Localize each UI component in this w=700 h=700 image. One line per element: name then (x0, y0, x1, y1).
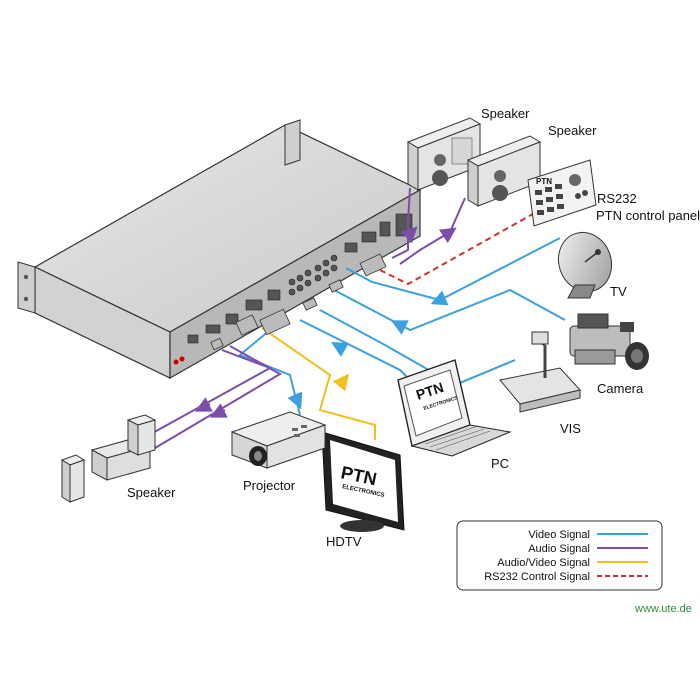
speaker-top-1 (406, 117, 482, 191)
legend-label-rs232: RS232 Control Signal (484, 571, 590, 583)
tv-satellite-dish (558, 231, 612, 299)
audio-cable-speaker-2 (399, 197, 466, 265)
label-camera: Camera (597, 381, 644, 396)
label-tv: TV (610, 284, 627, 299)
ptn-control-panel: PTN (527, 159, 597, 227)
label-rs232: RS232 (597, 191, 637, 206)
audio-cable-speaker-left-2 (154, 345, 283, 449)
video-cable-projector (238, 329, 301, 416)
hdtv-monitor: PTN ELECTRONICS (321, 431, 405, 532)
signal-legend: Video Signal Audio Signal Audio/Video Si… (456, 520, 663, 591)
watermark: www.ute.de (634, 603, 692, 615)
label-speaker-top-2: Speaker (548, 123, 597, 138)
signal-cables (139, 187, 566, 449)
matrix-switcher-device (17, 119, 422, 380)
speaker-top-2 (466, 135, 542, 207)
legend-label-audio-video: Audio/Video Signal (497, 557, 590, 569)
label-speaker-left: Speaker (127, 485, 176, 500)
speaker-left (60, 414, 157, 503)
video-cable-vis (319, 309, 516, 387)
video-camera (569, 313, 649, 370)
vis-document-camera (499, 331, 581, 413)
label-hdtv: HDTV (326, 534, 362, 549)
pc-laptop: PTN ELECTRONICS (397, 359, 512, 457)
video-cable-camera (333, 288, 566, 332)
label-speaker-top-1: Speaker (481, 106, 530, 121)
panel-brand: PTN (536, 177, 552, 186)
label-projector: Projector (243, 478, 296, 493)
av-cable-hdtv (261, 327, 376, 440)
label-vis: VIS (560, 421, 581, 436)
legend-label-audio: Audio Signal (528, 543, 590, 555)
projector (230, 411, 327, 469)
legend-label-video: Video Signal (528, 529, 590, 541)
label-ptn-control-panel: PTN control panel (596, 208, 700, 223)
label-pc: PC (491, 456, 509, 471)
rs232-cable (379, 209, 541, 286)
video-cable-tv (345, 237, 561, 302)
